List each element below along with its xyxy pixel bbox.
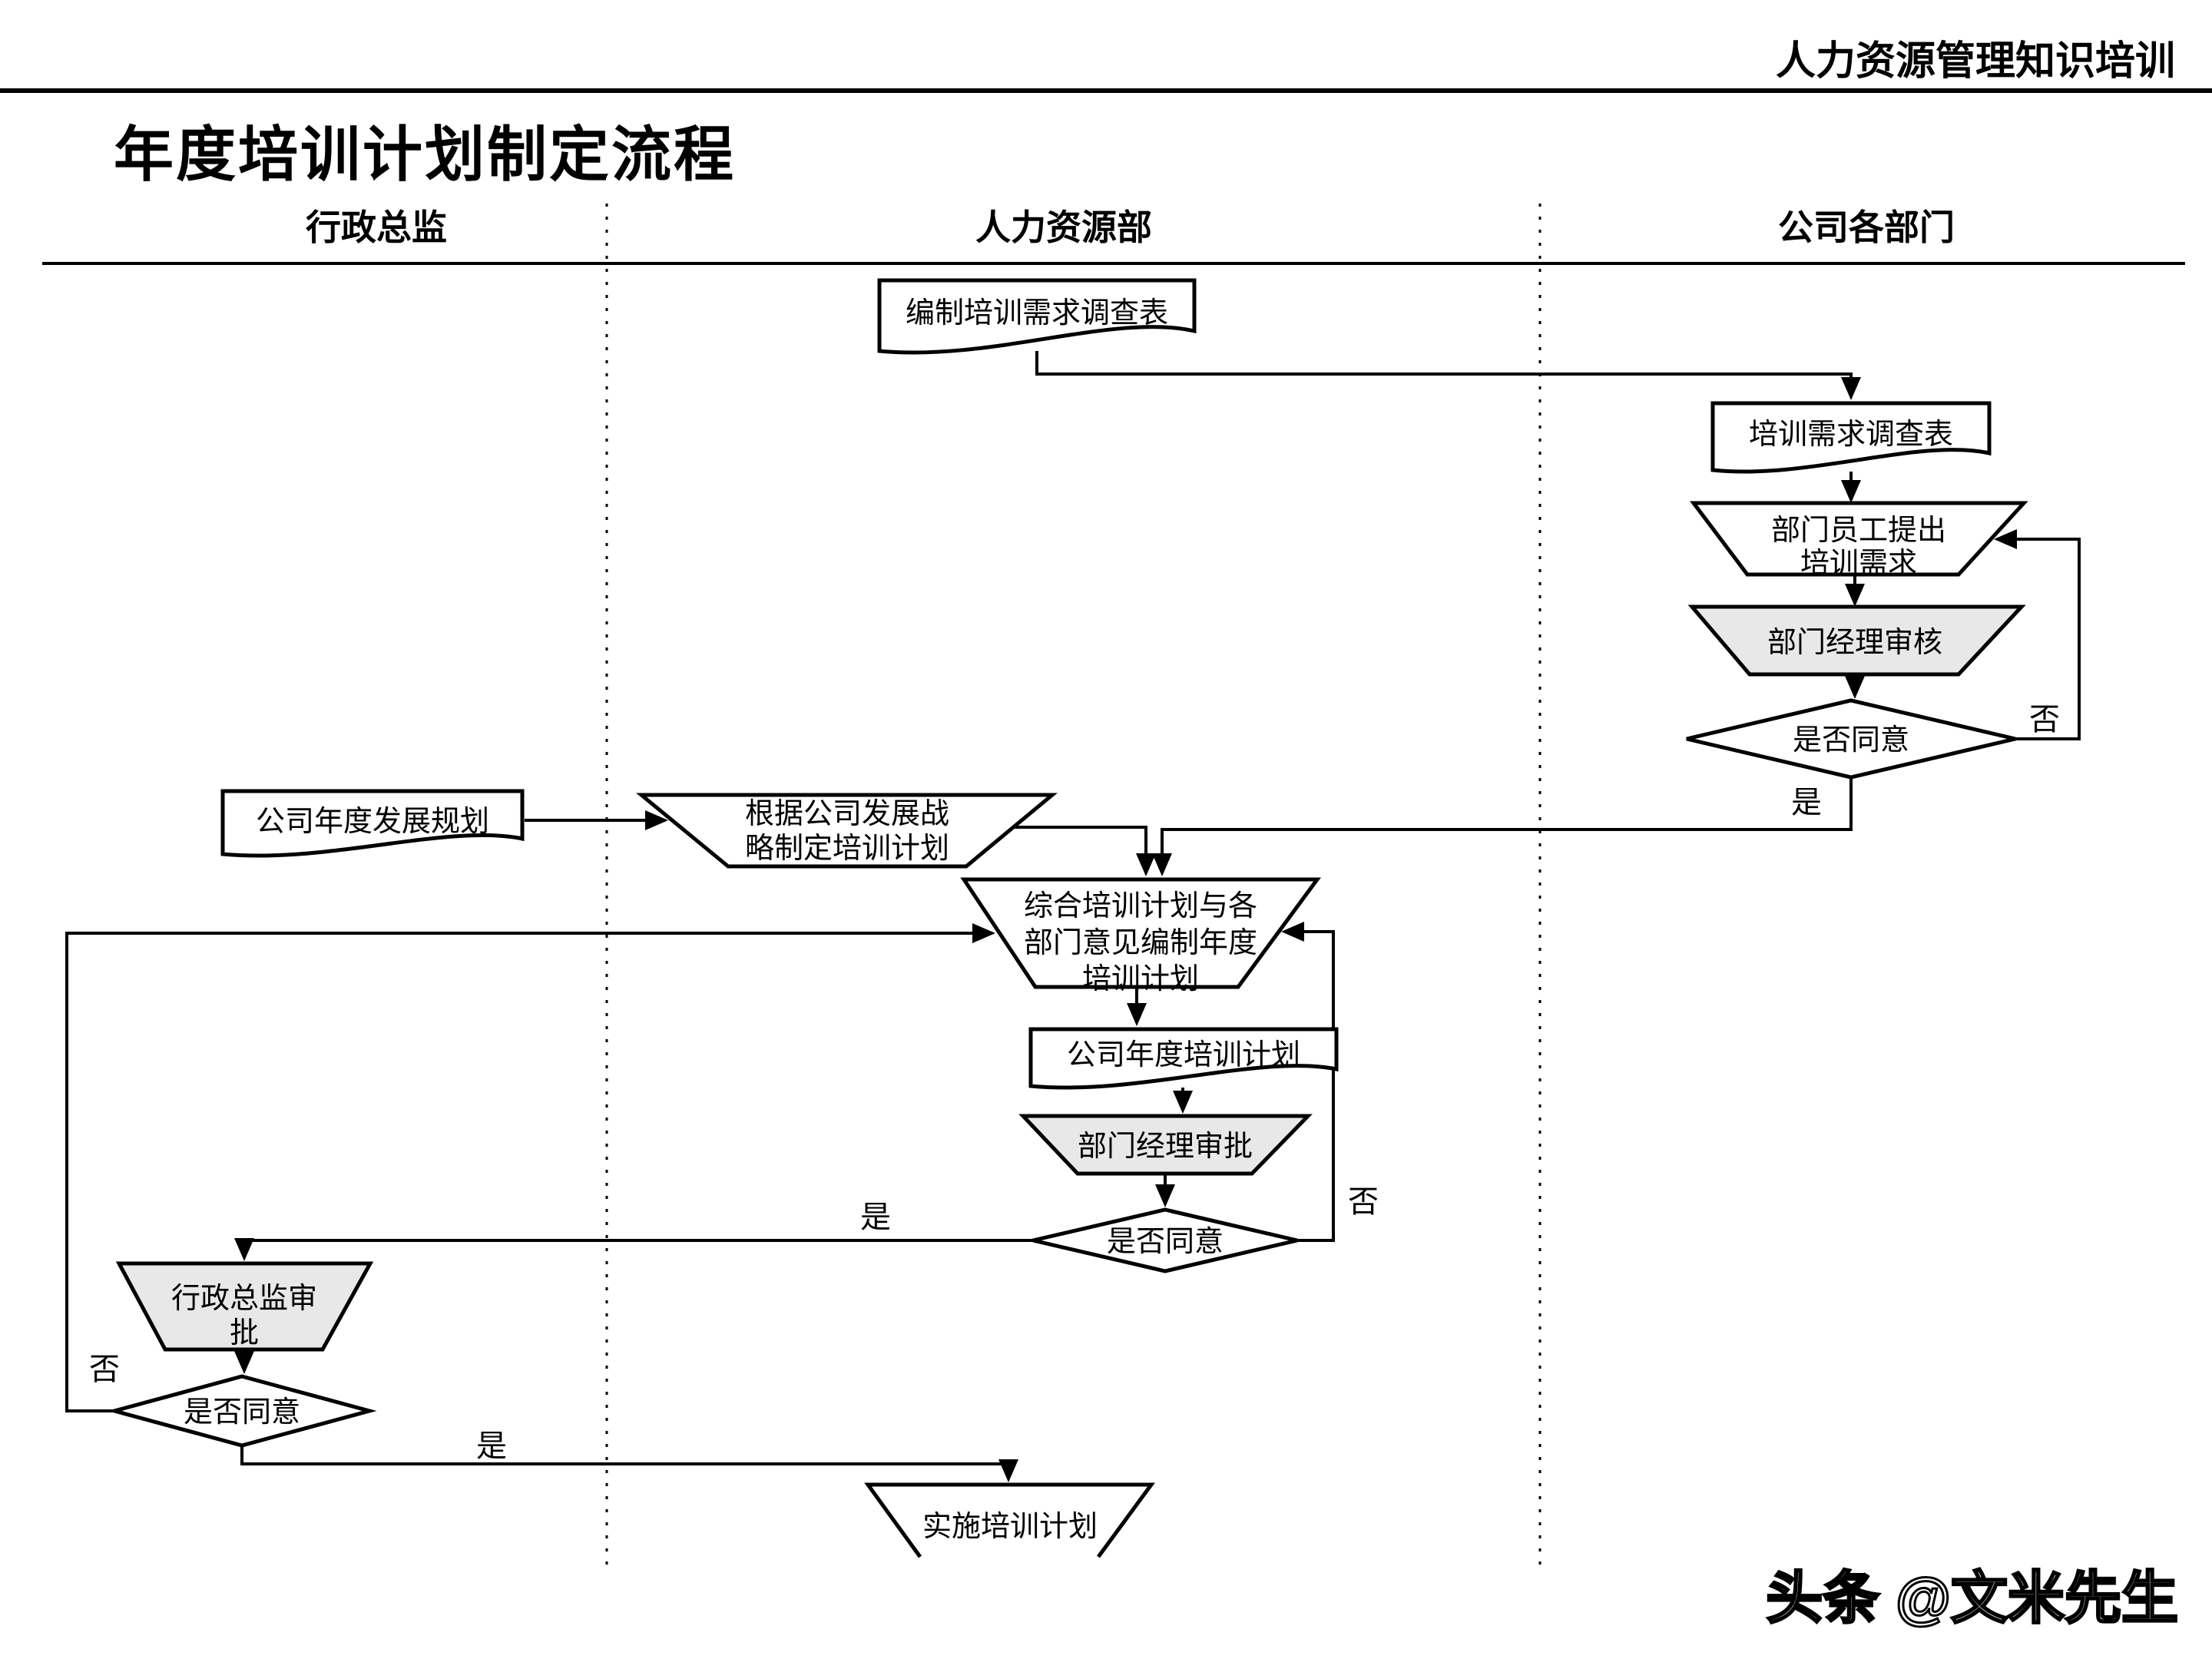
annual-plan-document-shape	[1028, 1027, 1339, 1090]
decision-review-diamond-shape	[1686, 698, 2016, 780]
connector-prepare-to-surveyform	[1035, 351, 1861, 400]
strategy-plan-trapezoid-shape	[636, 793, 1058, 869]
decision-director-no-label: 否	[89, 1353, 120, 1386]
prepare-survey-label: 编制培训需求调查表	[906, 297, 1168, 329]
node-implement: 实施培训计划	[864, 1482, 1155, 1558]
watermark-text: 头条 @文米先生	[1766, 1566, 2178, 1630]
connector-decision3-no-loop	[65, 923, 995, 1412]
implement-trapezoid-shape	[864, 1482, 1155, 1558]
page-title: 年度培训计划制定流程	[114, 121, 736, 188]
dept-manager-review-trapezoid-shape	[1687, 604, 2026, 677]
survey-form-label: 培训需求调查表	[1749, 419, 1953, 451]
node-decision-director: 是否同意	[107, 1374, 377, 1448]
node-dept-manager-review: 部门经理审核	[1687, 604, 2026, 677]
decision-review-yes-label: 是	[1791, 786, 1822, 820]
director-approve-label-line2: 批	[230, 1317, 259, 1349]
strategy-plan-label-line1: 根据公司发展战	[745, 798, 949, 830]
staff-propose-trapezoid-shape	[1689, 501, 2028, 577]
survey-form-document-shape	[1710, 401, 1992, 474]
dept-manager-review-label: 部门经理审核	[1767, 627, 1942, 659]
strategy-plan-label-line2: 略制定培训计划	[745, 833, 949, 865]
node-dept-manager-approve: 部门经理审批	[1018, 1114, 1313, 1176]
node-staff-propose: 部门员工提出 培训需求	[1689, 501, 2028, 580]
company-plan-label: 公司年度发展规划	[256, 806, 489, 838]
dept-manager-approve-trapezoid-shape	[1018, 1114, 1313, 1176]
decision-director-label: 是否同意	[184, 1396, 300, 1429]
node-decision-review: 是否同意	[1686, 698, 2016, 780]
lane-header-hr: 人力资源部	[975, 207, 1152, 247]
implement-label: 实施培训计划	[922, 1511, 1098, 1543]
decision-approve-diamond-shape	[1032, 1207, 1298, 1273]
connector-decision2-yes-to-director	[234, 1238, 1033, 1261]
decision-approve-label: 是否同意	[1107, 1226, 1224, 1258]
staff-propose-label-line1: 部门员工提出	[1771, 515, 1946, 547]
node-compile-plan: 综合培训计划与各 部门意见编制年度 培训计划	[960, 877, 1321, 995]
compile-plan-trapezoid-shape	[960, 877, 1321, 989]
decision-director-yes-label: 是	[476, 1429, 507, 1463]
decision-review-no-label: 否	[2029, 703, 2060, 737]
staff-propose-label-line2: 培训需求	[1800, 548, 1917, 580]
connector-decision2-no-loop	[1281, 922, 1335, 1242]
node-director-approve: 行政总监审 批	[115, 1261, 374, 1352]
compile-plan-label-line3: 培训计划	[1082, 963, 1199, 995]
decision-approve-no-label: 否	[1348, 1185, 1379, 1219]
connector-decision3-yes-to-implement	[240, 1445, 1018, 1482]
node-strategy-plan: 根据公司发展战 略制定培训计划	[636, 793, 1058, 869]
node-survey-form: 培训需求调查表	[1710, 401, 1992, 474]
compile-plan-label-line1: 综合培训计划与各	[1024, 890, 1257, 922]
dept-manager-approve-label: 部门经理审批	[1078, 1131, 1253, 1163]
lane-header-departments: 公司各部门	[1778, 207, 1955, 247]
node-prepare-survey: 编制培训需求调查表	[877, 278, 1197, 355]
prepare-survey-document-shape	[877, 278, 1197, 355]
node-company-plan: 公司年度发展规划	[220, 789, 525, 858]
company-plan-document-shape	[220, 789, 525, 858]
connector-decision1-no-loop	[1994, 529, 2081, 740]
director-approve-label-line1: 行政总监审	[171, 1283, 317, 1315]
connector-strategy-to-compile	[1014, 826, 1156, 876]
lane-header-director: 行政总监	[306, 207, 447, 247]
decision-approve-yes-label: 是	[860, 1200, 891, 1234]
node-decision-approve: 是否同意	[1032, 1207, 1298, 1273]
document-title: 人力资源管理知识培训	[1776, 39, 2175, 84]
annual-plan-label: 公司年度培训计划	[1067, 1039, 1300, 1071]
connector-decision1-yes-to-compile	[1152, 777, 1853, 876]
decision-review-label: 是否同意	[1793, 724, 1909, 757]
node-annual-plan: 公司年度培训计划	[1028, 1027, 1339, 1090]
decision-director-diamond-shape	[107, 1374, 377, 1448]
director-approve-trapezoid-shape	[115, 1261, 374, 1352]
compile-plan-label-line2: 部门意见编制年度	[1024, 927, 1257, 959]
